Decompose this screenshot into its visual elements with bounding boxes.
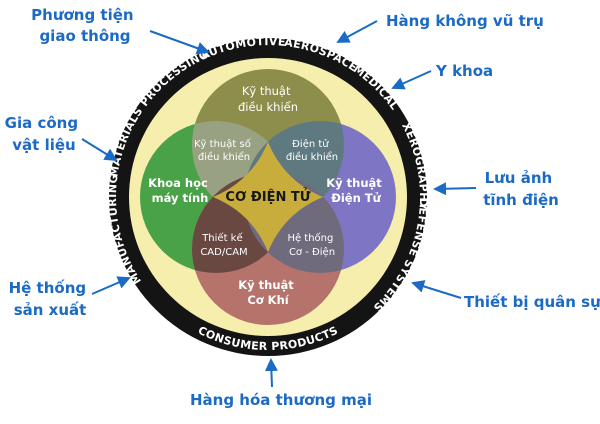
label-line: CAD/CAM: [200, 247, 247, 258]
label-line: Điện tử: [292, 138, 329, 150]
arrow-consumer: [264, 358, 278, 388]
label-line: điều khiển: [286, 150, 338, 163]
label-line: Khoa học: [148, 176, 208, 190]
label-line: Kỹ thuật: [242, 84, 291, 98]
label-electronic-engineering: Kỹ thuật Điện Tử: [326, 176, 386, 205]
callout-line: Phương tiện: [31, 6, 133, 24]
label-line: Cơ Khí: [247, 293, 289, 307]
label-line: Thiết kế: [201, 232, 243, 244]
callout-line: tĩnh điện: [483, 191, 559, 209]
venn-group: MANUFACTURING MATERIALS PROCESSING AUTOM…: [106, 35, 430, 356]
label-line: Hệ thống: [287, 232, 333, 244]
callout-transport: Phương tiện giao thông: [31, 6, 139, 45]
label-line: Điện Tử: [331, 191, 381, 205]
callout-aerospace: Hàng không vũ trụ: [386, 12, 544, 30]
callout-line: giao thông: [39, 27, 130, 45]
label-cad-cam: Thiết kế CAD/CAM: [200, 232, 247, 258]
label-line: máy tính: [152, 191, 209, 205]
arrow-transport: [149, 30, 210, 55]
label-electromechanics: Hệ thống Cơ - Điện: [287, 232, 336, 258]
label-digital-control: Kỹ thuật số điều khiển: [194, 138, 254, 163]
label-control-electronics: Điện tử điều khiển: [286, 138, 338, 163]
callout-line: Lưu ảnh: [485, 169, 553, 187]
arrow-xerography: [433, 182, 477, 196]
callout-line: sản xuất: [14, 301, 87, 319]
callout-line: vật liệu: [12, 136, 75, 154]
arrow-medical: [391, 70, 432, 90]
callout-defense: Thiết bị quân sự: [464, 292, 600, 311]
callout-labels: Phương tiện giao thông Hàng không vũ trụ…: [5, 6, 600, 409]
arrow-manufacturing: [91, 276, 131, 295]
label-line: Kỹ thuật số: [194, 138, 251, 150]
label-line: Cơ - Điện: [289, 246, 335, 258]
center-region: [213, 142, 323, 252]
arrow-materials: [81, 138, 118, 162]
arrow-aerospace: [336, 20, 378, 43]
label-mechatronics-center: CƠ ĐIỆN TỬ: [225, 188, 310, 205]
callout-materials: Gia công vật liệu: [5, 114, 84, 154]
label-computer-science: Khoa học máy tính: [148, 176, 212, 205]
callout-xerography: Lưu ảnh tĩnh điện: [483, 169, 559, 209]
label-line: điều khiển: [198, 150, 250, 163]
callout-consumer: Hàng hóa thương mại: [190, 391, 372, 409]
callout-line: Hệ thống: [9, 278, 87, 297]
callout-arrows: [81, 20, 477, 388]
label-line: Kỹ thuật: [238, 278, 294, 292]
arrow-defense: [411, 280, 462, 299]
callout-line: Gia công: [5, 114, 78, 132]
label-control-engineering: Kỹ thuật điều khiển: [238, 84, 298, 114]
label-line: Kỹ thuật: [326, 176, 382, 190]
callout-manufacturing: Hệ thống sản xuất: [9, 278, 92, 319]
callout-medical: Y khoa: [435, 62, 493, 80]
label-line: điều khiển: [238, 100, 298, 114]
label-mechanical-engineering: Kỹ thuật Cơ Khí: [238, 278, 298, 307]
